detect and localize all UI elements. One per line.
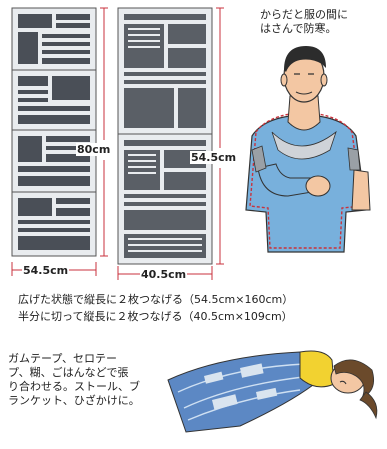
callout-top-line2: はさんで防寒。 bbox=[260, 22, 337, 35]
width-left-label: 54.5cm bbox=[22, 264, 70, 277]
caption-line1: 広げた状態で縦長に２枚つなげる（54.5cm×160cm） bbox=[18, 293, 294, 306]
newspaper-right bbox=[117, 7, 213, 265]
callout-bottom-line1: ガムテープ、セロテー bbox=[8, 352, 118, 365]
height-left-label: 80cm bbox=[76, 143, 112, 156]
height-right-label: 54.5cm bbox=[190, 151, 238, 164]
blanket-illustration bbox=[167, 350, 378, 433]
callout-bottom-line2: プ、糊、ごはんなどで張 bbox=[8, 366, 129, 379]
callout-bottom: ガムテープ、セロテー プ、糊、ごはんなどで張 り合わせる。ストール、ブ ランケッ… bbox=[8, 352, 140, 408]
width-right-label: 40.5cm bbox=[140, 268, 188, 281]
callout-bottom-line3: り合わせる。ストール、ブ bbox=[8, 380, 140, 393]
caption-line2: 半分に切って縦長に２枚つなげる（40.5cm×109cm） bbox=[18, 310, 293, 323]
callout-top-line1: からだと服の間に bbox=[260, 8, 348, 21]
callout-top: からだと服の間に はさんで防寒。 bbox=[260, 8, 348, 36]
man-illustration bbox=[245, 46, 371, 253]
newspaper-left bbox=[11, 7, 97, 257]
callout-bottom-line4: ランケット、ひざかけに。 bbox=[8, 394, 140, 407]
